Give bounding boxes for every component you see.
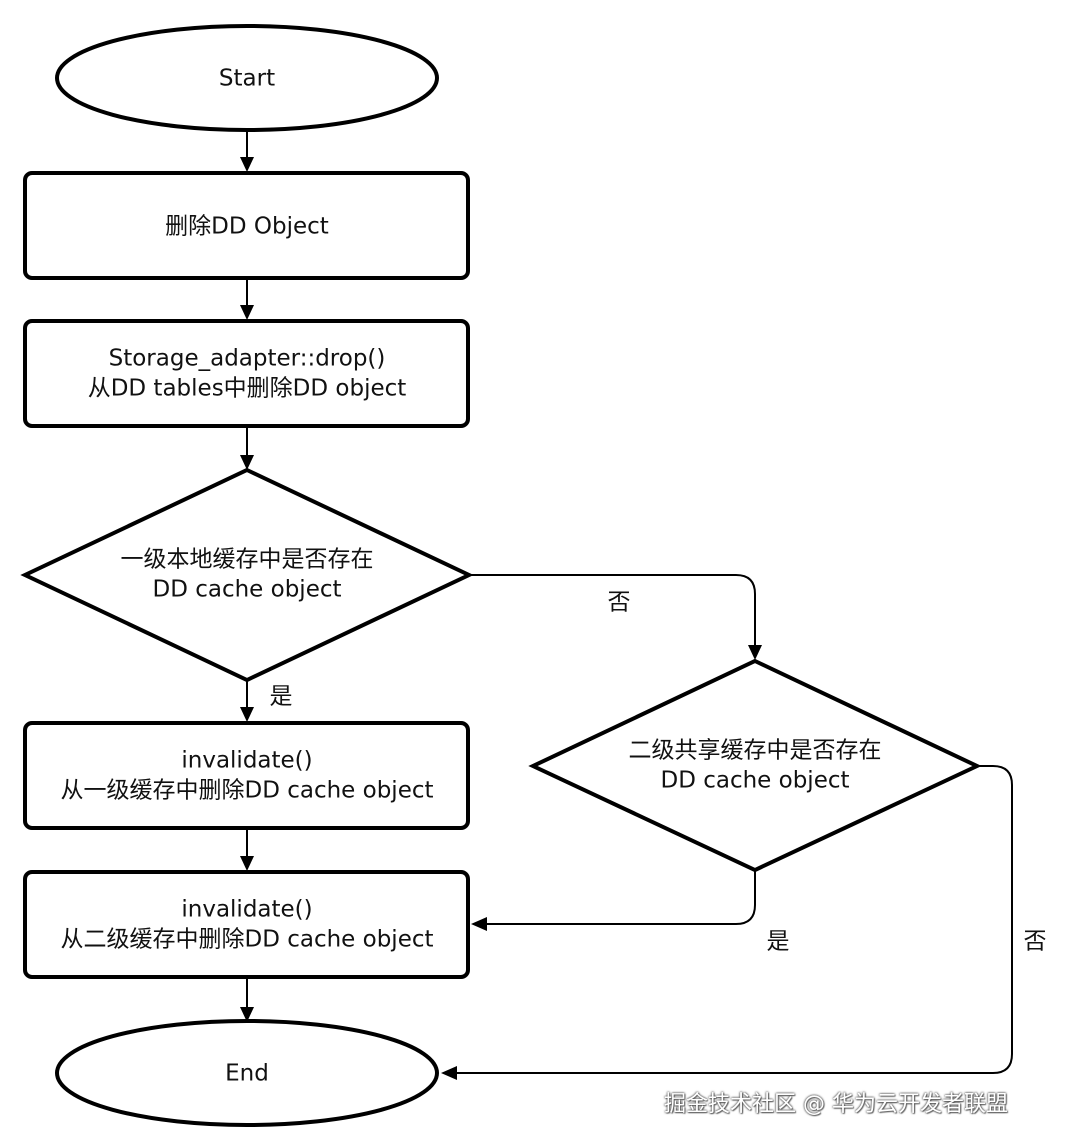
arrowhead-l2-check-no <box>441 1066 457 1080</box>
watermark: 掘金技术社区 @ 华为云开发者联盟 <box>664 1092 1008 1117</box>
arrowhead-l2-check-yes <box>471 917 487 931</box>
arrowhead-storage-drop-to-l1-check <box>240 455 254 470</box>
node-storage-drop-line1: Storage_adapter::drop() <box>109 346 386 372</box>
edges <box>240 130 1013 1080</box>
node-storage-drop-line2: 从DD tables中删除DD object <box>88 376 407 402</box>
node-storage-drop: Storage_adapter::drop() 从DD tables中删除DD … <box>23 319 470 428</box>
edge-label-l2-yes: 是 <box>767 929 790 955</box>
edge-label-l1-yes: 是 <box>270 684 293 710</box>
node-l1-check-line2: DD cache object <box>152 577 341 603</box>
arrowhead-l1-invalidate-to-l2-invalidate <box>240 856 254 871</box>
edge-label-l1-no: 否 <box>608 590 631 616</box>
arrowhead-start-to-delete <box>240 157 254 172</box>
node-delete-dd-object: 删除DD Object <box>23 171 470 280</box>
node-l1-invalidate: invalidate() 从一级缓存中删除DD cache object <box>23 721 470 830</box>
edge-l2-check-no <box>454 765 1013 1074</box>
arrowhead-delete-to-storage-drop <box>240 305 254 320</box>
node-start-label: Start <box>219 66 275 92</box>
node-delete-dd-object-label: 删除DD Object <box>165 214 329 240</box>
node-l2-invalidate-line1: invalidate() <box>181 897 312 923</box>
edge-l1-check-no <box>470 574 756 648</box>
arrowhead-l2-invalidate-to-end <box>240 1007 254 1022</box>
node-l2-check-line2: DD cache object <box>660 768 849 794</box>
node-l2-check: 二级共享缓存中是否存在 DD cache object <box>528 658 982 873</box>
arrowhead-l1-check-yes <box>240 707 254 722</box>
node-l2-invalidate-line2: 从二级缓存中删除DD cache object <box>60 927 433 953</box>
node-end-label: End <box>225 1061 269 1087</box>
node-l1-check-line1: 一级本地缓存中是否存在 <box>121 547 374 573</box>
node-start: Start <box>55 24 439 132</box>
node-l2-invalidate: invalidate() 从二级缓存中删除DD cache object <box>23 870 470 979</box>
node-l1-check: 一级本地缓存中是否存在 DD cache object <box>20 467 474 683</box>
edge-l2-check-yes <box>484 870 756 925</box>
edge-label-l2-no: 否 <box>1024 929 1047 955</box>
node-end: End <box>55 1019 439 1127</box>
arrowhead-l1-check-no <box>748 645 762 660</box>
node-l1-invalidate-line2: 从一级缓存中删除DD cache object <box>60 778 433 804</box>
node-l2-check-line1: 二级共享缓存中是否存在 <box>629 738 882 764</box>
node-l1-invalidate-line1: invalidate() <box>181 748 312 774</box>
